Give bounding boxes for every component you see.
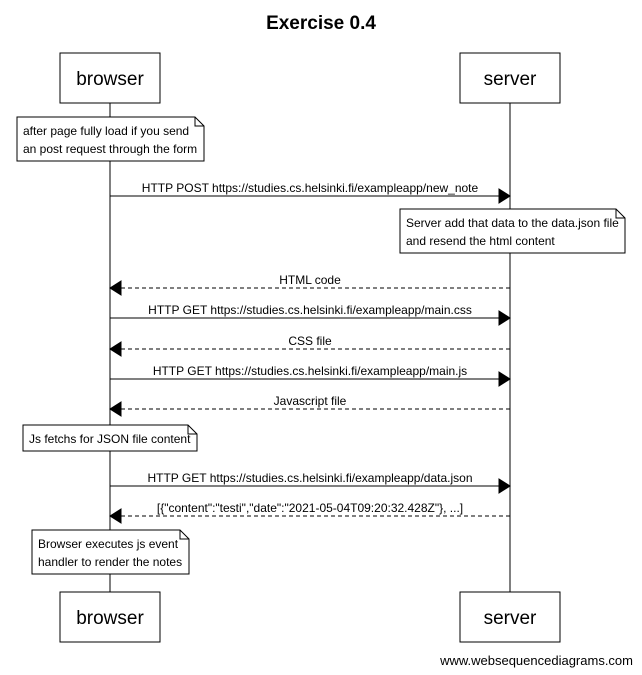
message: CSS file — [109, 334, 510, 357]
note-text: Server add that data to the data.json fi… — [406, 216, 619, 230]
arrowhead-icon — [109, 508, 122, 524]
message-label: [{"content":"testi","date":"2021-05-04T0… — [157, 501, 463, 515]
note: Js fetchs for JSON file content — [22, 424, 198, 452]
arrowhead-icon — [498, 310, 511, 326]
arrowhead-icon — [498, 478, 511, 494]
note: Browser executes js event handler to rend… — [31, 529, 190, 575]
participant-label: browser — [76, 608, 144, 629]
note-box — [31, 529, 190, 575]
arrowhead-icon — [109, 341, 122, 357]
participant-label: browser — [76, 69, 144, 90]
note-text: handler to render the notes — [38, 555, 182, 569]
message: HTTP GET https://studies.cs.helsinki.fi/… — [110, 471, 511, 494]
message: [{"content":"testi","date":"2021-05-04T0… — [109, 501, 510, 524]
message-label: HTTP POST https://studies.cs.helsinki.fi… — [142, 181, 479, 195]
message-label: CSS file — [288, 334, 332, 348]
message-label: HTML code — [279, 273, 341, 287]
participant-browser-bottom: browser — [59, 591, 161, 643]
note-box — [16, 116, 205, 162]
participant-server-bottom: server — [459, 591, 561, 643]
message-label: HTTP GET https://studies.cs.helsinki.fi/… — [148, 303, 472, 317]
note-fold — [179, 530, 189, 540]
diagram-steps: after page fully load if you send an post… — [16, 116, 626, 575]
note-box — [399, 208, 626, 254]
participants: browser browser server server — [59, 52, 561, 643]
note-fold — [615, 209, 625, 219]
note-text: Browser executes js event — [38, 537, 179, 551]
note: Server add that data to the data.json fi… — [399, 208, 626, 254]
arrowhead-icon — [109, 401, 122, 417]
participant-box — [459, 591, 561, 643]
participant-box — [59, 52, 161, 104]
message: Javascript file — [109, 394, 510, 417]
message-label: HTTP GET https://studies.cs.helsinki.fi/… — [147, 471, 472, 485]
diagram-title: Exercise 0.4 — [266, 13, 376, 34]
participant-server-top: server — [459, 52, 561, 104]
participant-label: server — [484, 69, 537, 90]
message: HTTP GET https://studies.cs.helsinki.fi/… — [110, 303, 511, 326]
participant-box — [459, 52, 561, 104]
arrowhead-icon — [498, 371, 511, 387]
footer-attribution: www.websequencediagrams.com — [439, 653, 633, 668]
note-text: an post request through the form — [23, 142, 197, 156]
message: HTTP GET https://studies.cs.helsinki.fi/… — [110, 364, 511, 387]
note-box — [22, 424, 198, 452]
note: after page fully load if you send an post… — [16, 116, 205, 162]
lifelines — [109, 103, 511, 592]
note-text: Js fetchs for JSON file content — [29, 432, 191, 446]
arrowhead-icon — [498, 188, 511, 204]
message: HTTP POST https://studies.cs.helsinki.fi… — [110, 181, 511, 204]
message: HTML code — [109, 273, 510, 296]
participant-label: server — [484, 608, 537, 629]
note-text: after page fully load if you send — [23, 124, 189, 138]
note-fold — [194, 117, 204, 127]
message-label: HTTP GET https://studies.cs.helsinki.fi/… — [153, 364, 467, 378]
note-fold — [187, 425, 197, 435]
participant-browser-top: browser — [59, 52, 161, 104]
message-label: Javascript file — [274, 394, 347, 408]
participant-box — [59, 591, 161, 643]
note-text: and resend the html content — [406, 234, 555, 248]
arrowhead-icon — [109, 280, 122, 296]
